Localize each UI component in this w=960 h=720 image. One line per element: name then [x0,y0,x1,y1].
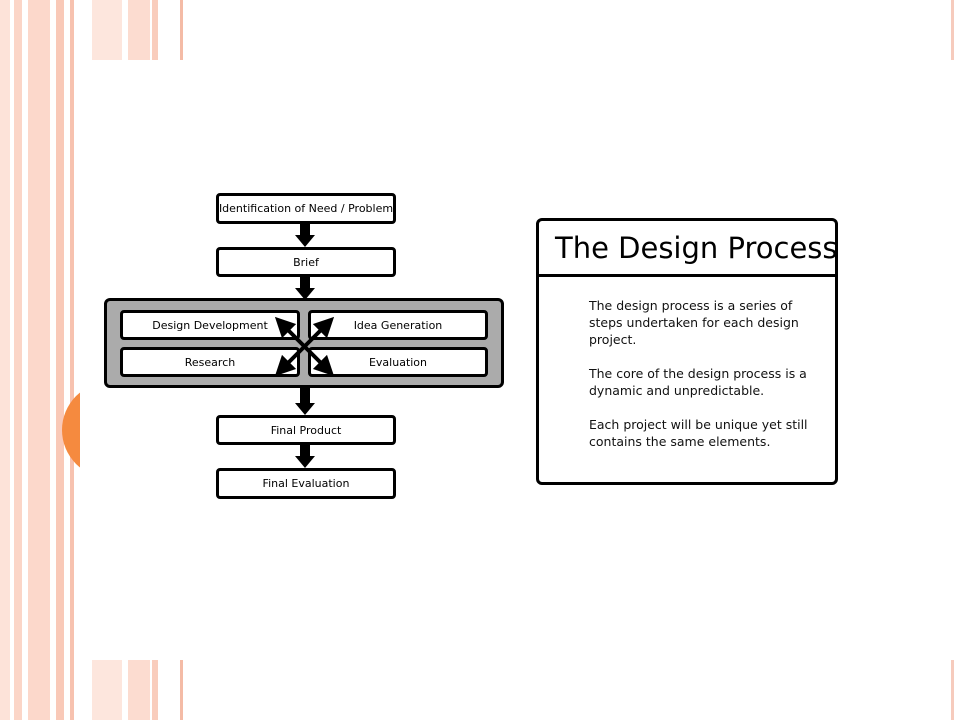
design-process-card: The Design Process The design process is… [536,218,838,485]
step-label: Research [184,355,236,369]
step-evaluation: Evaluation [308,347,488,377]
step-label: Final Product [270,423,342,437]
card-title: The Design Process [539,221,838,277]
step-design-development: Design Development [120,310,300,340]
step-label: Idea Generation [353,318,443,332]
step-label: Final Evaluation [262,477,350,490]
step-identification: Identification of Need / Problem [216,193,396,224]
step-research: Research [120,347,300,377]
step-label: Evaluation [368,355,428,369]
step-label: Identification of Need / Problem [218,202,394,215]
step-final-product: Final Product [216,415,396,445]
step-idea-generation: Idea Generation [308,310,488,340]
card-paragraph: The core of the design process is a dyna… [589,366,807,398]
card-paragraph: The design process is a series of steps … [589,298,799,347]
step-final-evaluation: Final Evaluation [216,468,396,499]
step-label: Design Development [152,318,268,332]
card-paragraph: Each project will be unique yet still co… [589,417,808,449]
card-body: The design process is a series of steps … [539,277,835,450]
step-label: Brief [293,255,319,269]
step-brief: Brief [216,247,396,277]
